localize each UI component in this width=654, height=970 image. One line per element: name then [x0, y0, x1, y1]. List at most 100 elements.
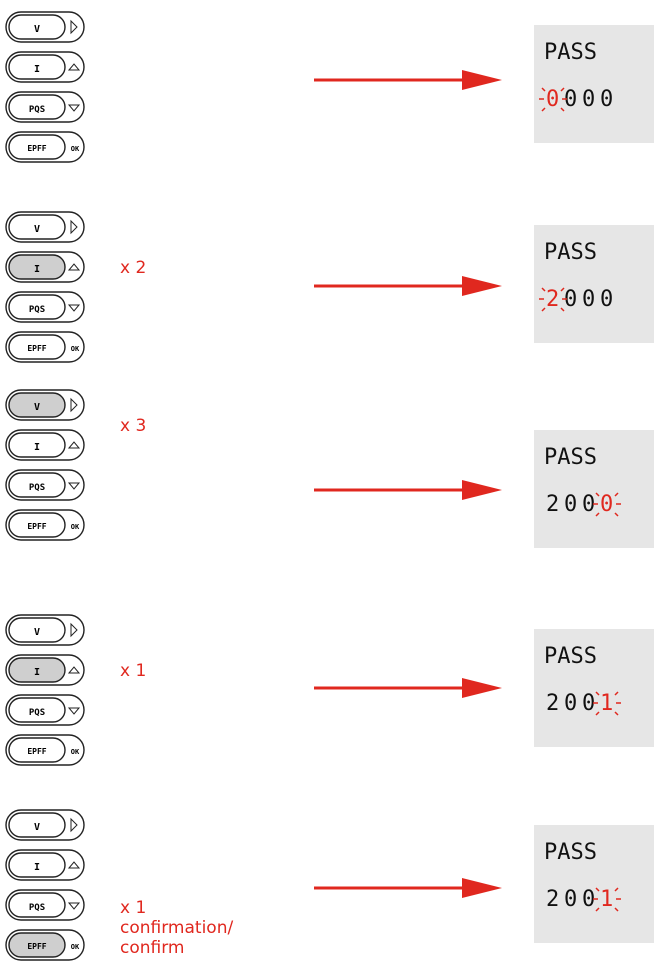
svg-text:0: 0	[582, 887, 595, 912]
svg-text:0: 0	[582, 691, 595, 716]
svg-text:2: 2	[546, 691, 559, 716]
key-v[interactable]: V	[5, 614, 85, 646]
svg-text:0: 0	[600, 287, 613, 312]
lcd-display: PASS 2 0 0 1	[534, 825, 654, 943]
blink-icon	[539, 287, 567, 312]
key-pqs[interactable]: PQS	[5, 291, 85, 323]
svg-text:0: 0	[600, 87, 613, 112]
svg-text:0: 0	[600, 492, 613, 517]
key-i[interactable]: I	[5, 849, 85, 881]
svg-text:I: I	[34, 667, 40, 678]
svg-text:PQS: PQS	[29, 305, 45, 315]
display-digits: 2 0 0 0	[546, 492, 621, 517]
key-i[interactable]: I	[5, 429, 85, 461]
blink-icon	[593, 691, 621, 716]
svg-text:PASS: PASS	[544, 240, 597, 265]
down-arrow-icon	[67, 707, 81, 715]
right-arrow-icon	[70, 622, 78, 638]
svg-text:PASS: PASS	[544, 40, 597, 65]
key-v[interactable]: V	[5, 211, 85, 243]
svg-text:EPFF: EPFF	[27, 144, 46, 153]
display-title: PASS	[544, 240, 597, 265]
svg-text:V: V	[34, 627, 40, 638]
blink-icon	[539, 87, 567, 112]
svg-text:1: 1	[600, 887, 613, 912]
arrow-icon	[314, 276, 502, 296]
key-epff[interactable]: EPFF OK	[5, 509, 85, 541]
display-title: PASS	[544, 840, 597, 865]
svg-text:PQS: PQS	[29, 708, 45, 718]
svg-text:2: 2	[546, 887, 559, 912]
step-1: V I PQS EPFF OK PASS	[0, 10, 654, 170]
lcd-display: PASS 0 0 0 0	[534, 25, 654, 143]
svg-text:V: V	[34, 402, 40, 413]
press-count: x 2	[120, 258, 147, 278]
lcd-display: PASS 2 0 0 0	[534, 225, 654, 343]
keypad: V I PQS EPFF OK	[5, 11, 85, 163]
keypad: V I PQS EPFF OK	[5, 211, 85, 363]
svg-text:EPFF: EPFF	[27, 522, 46, 531]
right-arrow-icon	[70, 817, 78, 833]
svg-text:PASS: PASS	[544, 840, 597, 865]
svg-text:0: 0	[564, 492, 577, 517]
down-arrow-icon	[67, 902, 81, 910]
svg-text:OK: OK	[71, 943, 80, 951]
up-arrow-icon	[67, 666, 81, 674]
svg-text:0: 0	[564, 287, 577, 312]
svg-text:0: 0	[546, 87, 559, 112]
key-i[interactable]: I	[5, 654, 85, 686]
key-v[interactable]: V	[5, 11, 85, 43]
svg-text:I: I	[34, 264, 40, 275]
svg-text:V: V	[34, 224, 40, 235]
svg-text:I: I	[34, 64, 40, 75]
key-pqs[interactable]: PQS	[5, 889, 85, 921]
svg-text:OK: OK	[71, 145, 80, 153]
step-5: V I PQS EPFF OK x 1 confirmation/ confir…	[0, 808, 654, 968]
step-4: V I PQS EPFF OK x 1 PASS	[0, 613, 654, 773]
right-arrow-icon	[70, 219, 78, 235]
svg-text:1: 1	[600, 691, 613, 716]
press-count: x 1 confirmation/ confirm	[120, 898, 234, 958]
key-pqs[interactable]: PQS	[5, 469, 85, 501]
svg-text:OK: OK	[71, 523, 80, 531]
display-title: PASS	[544, 644, 597, 669]
keypad: V I PQS EPFF OK	[5, 809, 85, 961]
press-count: x 3	[120, 416, 147, 436]
key-epff[interactable]: EPFF OK	[5, 131, 85, 163]
arrow-icon	[314, 480, 502, 500]
arrow-icon	[314, 878, 502, 898]
display-title: PASS	[544, 445, 597, 470]
svg-text:PQS: PQS	[29, 105, 45, 115]
svg-text:V: V	[34, 822, 40, 833]
key-v[interactable]: V	[5, 389, 85, 421]
svg-text:0: 0	[582, 87, 595, 112]
key-v[interactable]: V	[5, 809, 85, 841]
key-pqs[interactable]: PQS	[5, 91, 85, 123]
key-pqs[interactable]: PQS	[5, 694, 85, 726]
key-epff[interactable]: EPFF OK	[5, 929, 85, 961]
svg-text:PQS: PQS	[29, 483, 45, 493]
key-epff[interactable]: EPFF OK	[5, 734, 85, 766]
step-2: V I PQS EPFF OK x 2 PASS	[0, 210, 654, 370]
display-digits: 2 0 0 1	[546, 691, 621, 716]
right-arrow-icon	[70, 397, 78, 413]
keypad: V I PQS EPFF OK	[5, 614, 85, 766]
svg-text:0: 0	[564, 887, 577, 912]
svg-text:2: 2	[546, 492, 559, 517]
svg-text:EPFF: EPFF	[27, 942, 46, 951]
display-digits: 2 0 0 0	[539, 287, 613, 312]
right-arrow-icon	[70, 19, 78, 35]
arrow-icon	[314, 678, 502, 698]
key-i[interactable]: I	[5, 51, 85, 83]
up-arrow-icon	[67, 263, 81, 271]
svg-text:0: 0	[564, 87, 577, 112]
key-i[interactable]: I	[5, 251, 85, 283]
svg-text:PASS: PASS	[544, 445, 597, 470]
up-arrow-icon	[67, 861, 81, 869]
svg-text:EPFF: EPFF	[27, 344, 46, 353]
svg-text:I: I	[34, 862, 40, 873]
svg-text:0: 0	[582, 287, 595, 312]
blink-icon	[593, 492, 621, 517]
key-epff[interactable]: EPFF OK	[5, 331, 85, 363]
svg-text:I: I	[34, 442, 40, 453]
